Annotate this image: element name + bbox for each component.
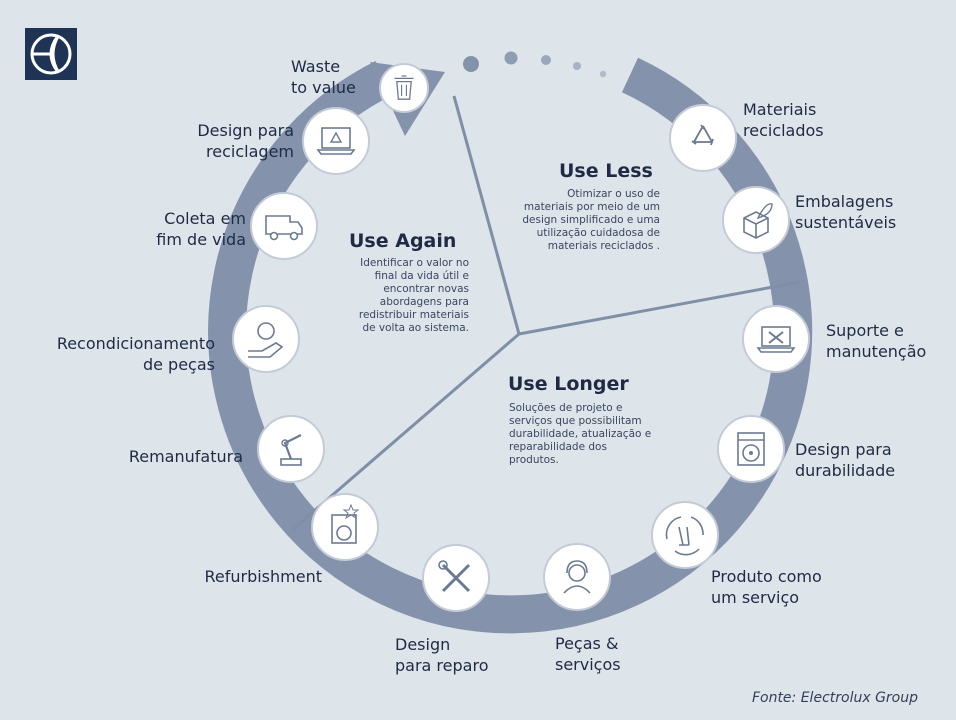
stage-circle	[379, 63, 429, 113]
stage-node-materiais-reciclados	[669, 104, 737, 172]
vacuum-cycle-icon	[665, 516, 704, 556]
stage-node-coleta	[250, 192, 318, 260]
stage-node-waste-to-value	[379, 63, 429, 113]
electrolux-logo	[25, 28, 77, 80]
wrench-screwdriver-icon	[438, 560, 471, 593]
washing-machine-icon	[737, 432, 765, 466]
stage-node-recondicionamento	[232, 305, 300, 373]
robot-arm-icon	[280, 434, 302, 466]
stage-node-design-durabilidade	[717, 415, 785, 483]
hand-bulb-icon	[248, 322, 284, 358]
trail-dot	[541, 55, 551, 65]
stage-circle	[250, 192, 318, 260]
trash-bin-icon	[394, 75, 414, 100]
stage-label-pecas-servicos: Peças &serviços	[555, 634, 621, 674]
recycle-icon	[691, 124, 714, 146]
stage-circle	[722, 186, 790, 254]
stage-node-produto-servico	[651, 501, 719, 569]
laptop-tools-icon	[756, 326, 796, 353]
van-icon	[265, 215, 303, 241]
source-credit: Fonte: Electrolux Group	[751, 690, 918, 706]
trail-dot	[573, 62, 581, 70]
eco-box-icon	[743, 203, 773, 239]
electrolux-logo-icon	[30, 33, 72, 75]
trail-dot	[504, 51, 518, 65]
stage-node-design-reparo	[422, 544, 490, 612]
stage-circle	[257, 415, 325, 483]
stage-node-embalagens-sustentaveis	[722, 186, 790, 254]
stage-circle	[717, 415, 785, 483]
stage-circle	[543, 543, 611, 611]
stage-node-remanufatura	[257, 415, 325, 483]
stage-circle	[742, 305, 810, 373]
trail-dot	[463, 56, 479, 72]
support-agent-icon	[563, 560, 591, 594]
stage-node-refurbishment	[311, 493, 379, 561]
section-title-use-less: Use Less	[559, 160, 653, 182]
stage-circle	[311, 493, 379, 561]
stage-node-pecas-servicos	[543, 543, 611, 611]
section-title-use-longer: Use Longer	[508, 373, 629, 395]
stage-label-remanufatura: Remanufatura	[128, 447, 243, 466]
stage-node-design-reciclagem	[302, 107, 370, 175]
trail-dot	[599, 70, 607, 78]
washer-stars-icon	[331, 503, 360, 544]
stage-circle	[651, 501, 719, 569]
stage-circle	[669, 104, 737, 172]
stage-node-suporte-manutencao	[742, 305, 810, 373]
divider-line	[518, 280, 801, 336]
section-title-use-again: Use Again	[349, 230, 457, 252]
cycle-ring	[208, 57, 813, 634]
laptop-recycle-icon	[316, 127, 356, 155]
stage-circle	[302, 107, 370, 175]
divider-line	[452, 95, 521, 335]
stage-label-refurbishment: Refurbishment	[204, 567, 322, 586]
